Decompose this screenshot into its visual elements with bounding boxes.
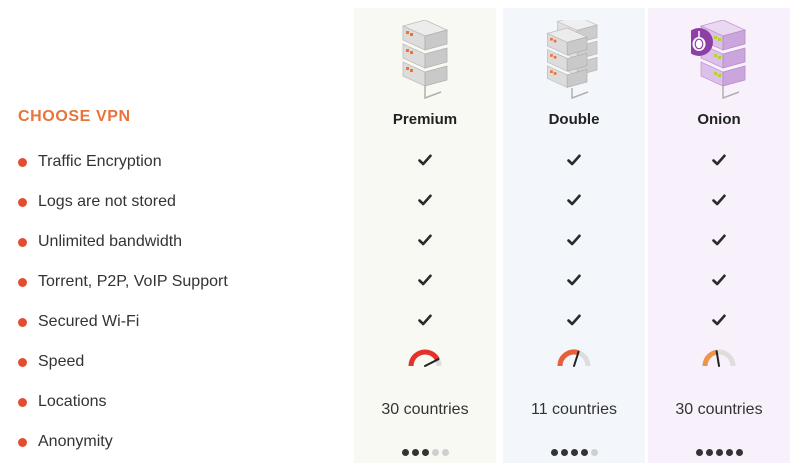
bullet-icon <box>18 357 27 367</box>
feature-label: Unlimited bandwidth <box>18 232 182 252</box>
checkmark-icon <box>567 154 581 166</box>
checkmark-icon <box>567 194 581 206</box>
speed-gauge <box>354 348 496 372</box>
locations-value: 30 countries <box>381 401 469 418</box>
plan-name: Onion <box>697 111 741 128</box>
plan-column-premium[interactable]: Premium 30 countries <box>354 8 496 463</box>
bullet-icon <box>18 277 27 287</box>
plan-name: Premium <box>392 111 458 128</box>
rating-dot <box>580 448 588 456</box>
speed-gauge <box>503 348 645 372</box>
rating-dot <box>705 448 713 456</box>
checkmark-icon <box>712 314 726 326</box>
feature-check <box>503 148 645 172</box>
rating-dot <box>590 448 598 456</box>
speed-gauge <box>648 348 790 372</box>
checkmark-icon <box>712 274 726 286</box>
plan-name: Double <box>548 111 600 128</box>
plan-column-onion[interactable]: Onion 30 countries <box>648 8 790 463</box>
anonymity-rating <box>503 440 645 464</box>
feature-check <box>648 308 790 332</box>
feature-label: Torrent, P2P, VoIP Support <box>18 272 228 292</box>
bullet-icon <box>18 437 27 447</box>
server-stack-icon <box>546 20 599 100</box>
rating-dot <box>431 448 439 456</box>
speedometer-icon <box>702 349 736 367</box>
feature-check <box>648 148 790 172</box>
checkmark-icon <box>418 314 432 326</box>
feature-check <box>648 268 790 292</box>
feature-check <box>503 188 645 212</box>
rating-dot <box>725 448 733 456</box>
feature-label: Secured Wi-Fi <box>18 312 139 332</box>
feature-label: Anonymity <box>18 432 113 452</box>
rating-dot <box>401 448 409 456</box>
rating-dot <box>715 448 723 456</box>
checkmark-icon <box>567 274 581 286</box>
rating-dot <box>735 448 743 456</box>
checkmark-icon <box>712 234 726 246</box>
bullet-icon <box>18 237 27 247</box>
bullet-icon <box>18 397 27 407</box>
checkmark-icon <box>418 274 432 286</box>
feature-label: Speed <box>18 352 84 372</box>
rating-dot <box>570 448 578 456</box>
feature-check <box>648 188 790 212</box>
page-title: CHOOSE VPN <box>18 108 131 125</box>
checkmark-icon <box>418 154 432 166</box>
rating-dot <box>441 448 449 456</box>
feature-check <box>354 228 496 252</box>
anonymity-rating <box>648 440 790 464</box>
feature-check <box>503 308 645 332</box>
checkmark-icon <box>418 234 432 246</box>
rating-dot <box>695 448 703 456</box>
speedometer-icon <box>408 349 442 367</box>
feature-check <box>354 268 496 292</box>
feature-check <box>648 228 790 252</box>
speedometer-icon <box>557 349 591 367</box>
feature-label: Locations <box>18 392 107 412</box>
anonymity-rating <box>354 440 496 464</box>
locations-value: 30 countries <box>675 401 763 418</box>
feature-label: Logs are not stored <box>18 192 176 212</box>
server-stack-icon <box>401 20 449 100</box>
checkmark-icon <box>567 314 581 326</box>
checkmark-icon <box>712 154 726 166</box>
onion-server-icon <box>691 20 747 100</box>
rating-dot <box>421 448 429 456</box>
checkmark-icon <box>418 194 432 206</box>
feature-check <box>354 188 496 212</box>
feature-check <box>503 228 645 252</box>
rating-dot <box>560 448 568 456</box>
locations-value: 11 countries <box>531 401 617 418</box>
feature-label: Traffic Encryption <box>18 152 162 172</box>
plan-column-double[interactable]: Double 11 countries <box>503 8 645 463</box>
feature-check <box>354 308 496 332</box>
feature-check <box>503 268 645 292</box>
checkmark-icon <box>712 194 726 206</box>
rating-dot <box>411 448 419 456</box>
bullet-icon <box>18 317 27 327</box>
bullet-icon <box>18 157 27 167</box>
bullet-icon <box>18 197 27 207</box>
feature-check <box>354 148 496 172</box>
rating-dot <box>550 448 558 456</box>
checkmark-icon <box>567 234 581 246</box>
